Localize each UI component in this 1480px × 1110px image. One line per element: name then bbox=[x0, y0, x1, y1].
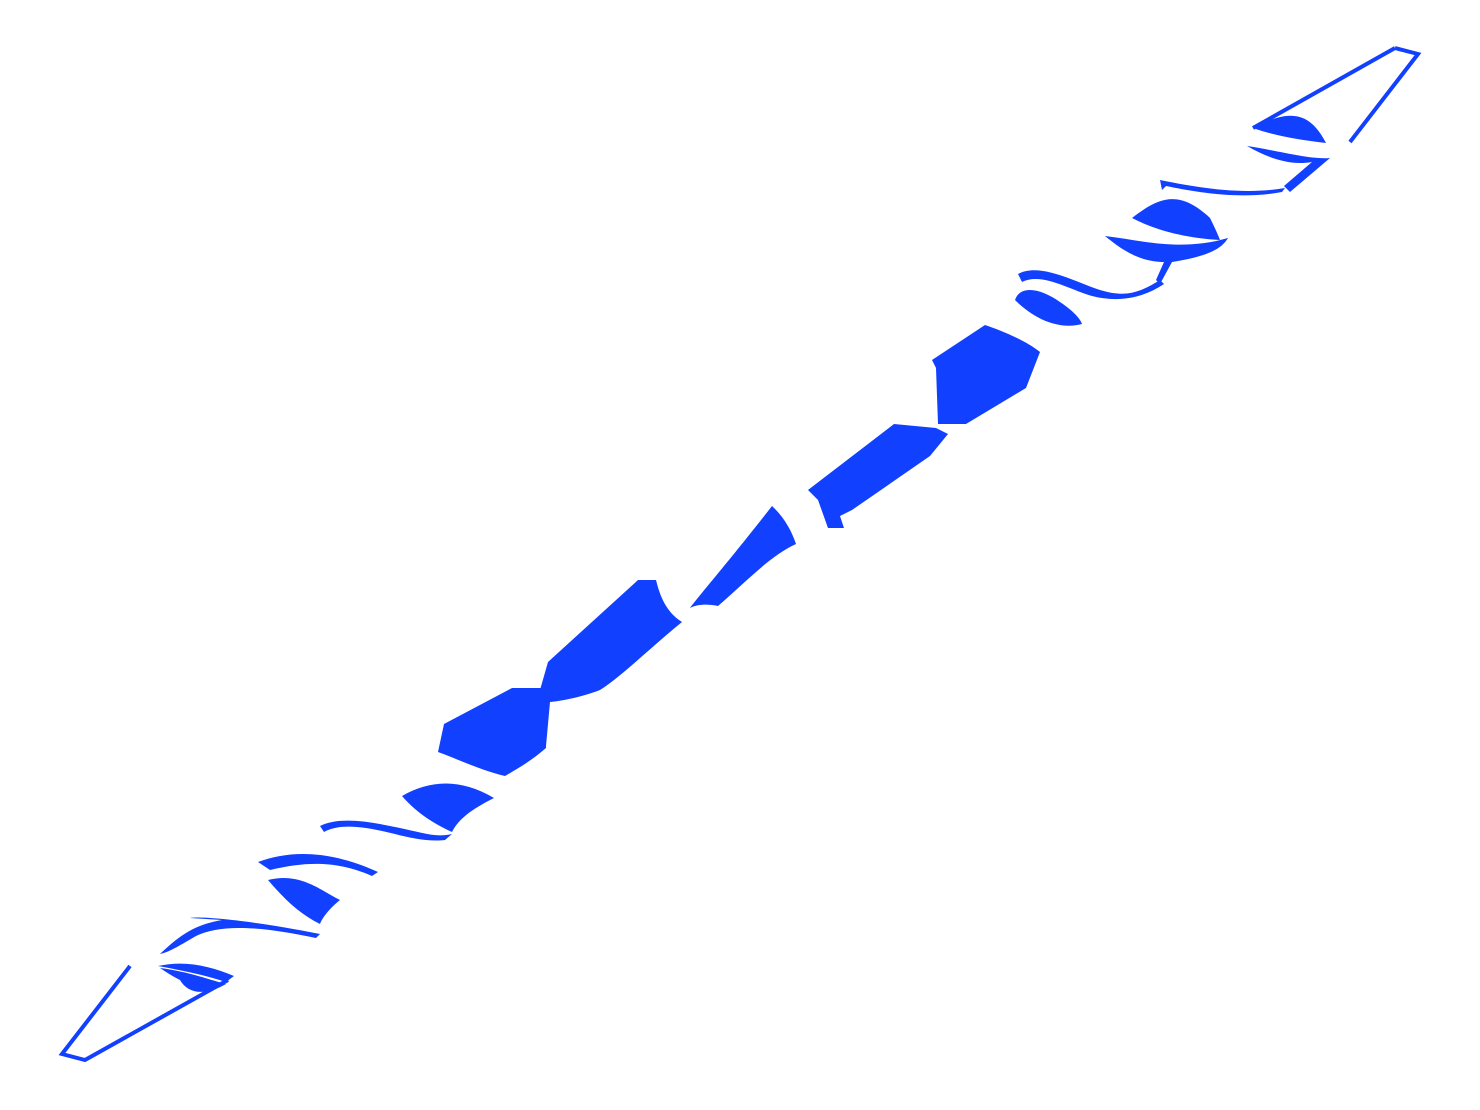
blade-5-leaf bbox=[258, 853, 378, 876]
center-block-3 bbox=[690, 506, 796, 608]
blade-3-leaf bbox=[1015, 290, 1082, 326]
blade-6-curl bbox=[158, 963, 234, 982]
center-block-1 bbox=[932, 325, 1040, 424]
blade-4-curl bbox=[320, 820, 452, 841]
top-right-tip-outline bbox=[1252, 46, 1422, 144]
blade-2-curl bbox=[1160, 180, 1285, 196]
blade-5-hook bbox=[268, 878, 340, 924]
bottom-left-sliver bbox=[160, 968, 226, 992]
blade-2-leaf bbox=[1132, 199, 1220, 240]
bottom-left-tip-outline bbox=[58, 964, 229, 1063]
blade-2-hook bbox=[1105, 236, 1228, 284]
blade-6-leaf bbox=[160, 917, 320, 954]
blue-diagonal-ornament bbox=[58, 46, 1422, 1063]
top-right-hook bbox=[1247, 146, 1330, 192]
center-block-2 bbox=[808, 424, 948, 528]
blade-3-curl bbox=[1018, 270, 1164, 300]
center-block-4 bbox=[540, 580, 682, 746]
blade-4-leaf bbox=[402, 783, 494, 832]
center-block-5 bbox=[438, 688, 546, 776]
top-right-sliver bbox=[1253, 115, 1326, 143]
